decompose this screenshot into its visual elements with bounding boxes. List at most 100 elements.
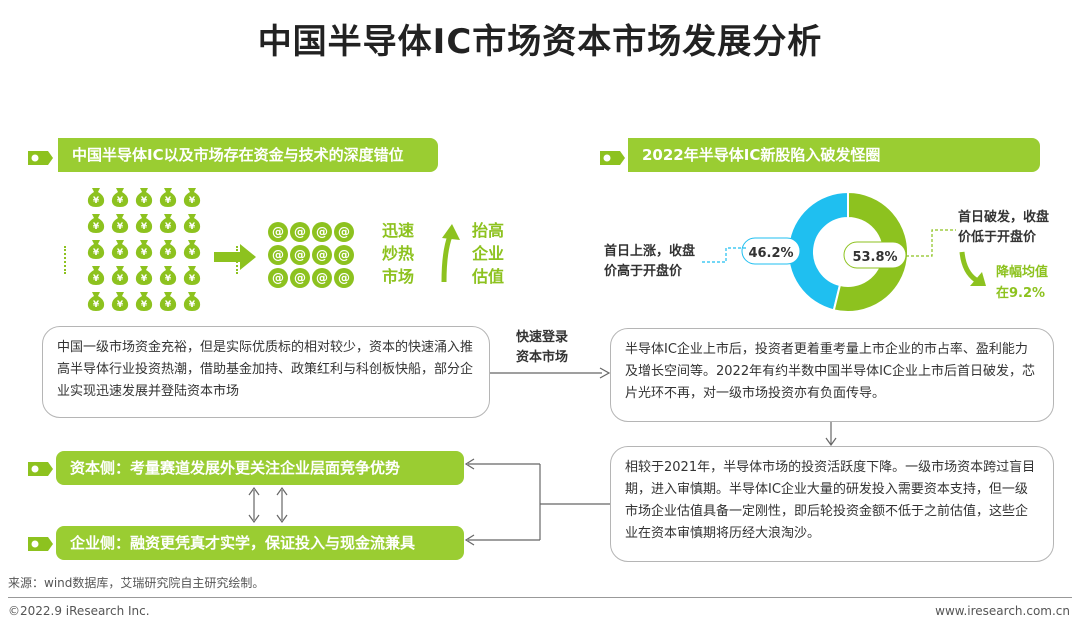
break-note-line: 首日破发，收盘 [958,210,1050,225]
rapid-heat-label: 迅速 炒热 市场 [382,219,414,288]
leader-line [702,247,746,263]
up-arrow-icon [441,224,460,283]
money-bag-icon: ¥ [110,238,130,260]
money-bag-icon: ¥ [134,238,154,260]
money-bag-icon: ¥ [158,212,178,234]
drop-note: 降幅均值 在9.2% [996,262,1048,304]
svg-text:¥: ¥ [189,248,196,258]
svg-text:¥: ¥ [93,222,100,232]
raise-label-line: 抬高 [472,221,505,240]
primary-market-box: 中国一级市场资金充裕，但是实际优质标的相对较少，资本的快速涌入推高半导体行业投资… [42,326,490,418]
capital-symbol-icon: @ [290,268,310,288]
capital-symbol-icon: @ [334,268,354,288]
tag-icon [600,151,625,165]
tag-icon [28,537,53,551]
raise-valuation-label: 抬高 企业 估值 [472,219,504,288]
drop-note-line: 降幅均值 [996,265,1049,280]
money-bag-icon: ¥ [182,290,202,312]
money-bag-icon: ¥ [86,238,106,260]
money-bag-icon: ¥ [86,212,106,234]
svg-text:¥: ¥ [189,274,196,284]
money-bag-icon: ¥ [134,264,154,286]
svg-text:¥: ¥ [141,300,148,310]
tag-icon [28,151,53,165]
svg-text:¥: ¥ [93,196,100,206]
connector-label-line: 快速登录 [516,330,569,345]
mid-label-line: 迅速 [382,221,415,240]
down-connector-arrow [825,422,837,446]
money-bag-icon: ¥ [182,212,202,234]
left-section-header: 中国半导体IC以及市场存在资金与技术的深度错位 [58,138,438,172]
svg-text:¥: ¥ [141,222,148,232]
rise-note-line: 价高于开盘价 [604,264,683,279]
tag-icon [28,462,53,476]
money-bag-icon: ¥ [86,264,106,286]
money-bag-icon: ¥ [182,186,202,208]
capital-symbol-icon: @ [268,222,288,242]
money-bag-icon: ¥ [158,238,178,260]
svg-text:¥: ¥ [189,222,196,232]
svg-text:¥: ¥ [165,248,172,258]
money-bag-icon: ¥ [86,186,106,208]
connector-label: 快速登录 资本市场 [516,328,568,368]
copyright: ©2022.9 iResearch Inc. [8,604,150,618]
donut-slice-rise [787,190,849,312]
svg-text:¥: ¥ [141,274,148,284]
money-bag-icon: ¥ [158,186,178,208]
source-note: 来源：wind数据库，艾瑞研究院自主研究绘制。 [8,576,265,590]
capital-symbol-icon: @ [312,222,332,242]
money-bag-icon: ¥ [182,264,202,286]
money-bag-grid: ¥¥¥¥¥¥¥¥¥¥¥¥¥¥¥¥¥¥¥¥¥¥¥¥¥ [86,186,206,314]
money-bag-icon: ¥ [134,212,154,234]
rise-note: 首日上涨，收盘 价高于开盘价 [604,242,695,282]
money-bag-icon: ¥ [182,238,202,260]
slice-label-rise: 46.2% [748,246,793,261]
capital-side-bar: 资本侧：考量赛道发展外更关注企业层面竞争优势 [56,451,464,485]
capital-symbol-grid: @@@@@@@@@@@@ [268,222,358,292]
footer-divider [8,597,1072,598]
market-cooling-box: 相较于2021年，半导体市场的投资活跃度下降。一级市场资本跨过盲目期，进入审慎期… [610,446,1054,562]
money-bag-icon: ¥ [110,186,130,208]
svg-text:¥: ¥ [117,196,124,206]
right-arrow-icon [214,244,256,270]
leader-line [906,229,956,257]
money-bag-icon: ¥ [134,290,154,312]
capital-symbol-icon: @ [268,245,288,265]
capital-symbol-icon: @ [290,245,310,265]
money-bag-icon: ¥ [86,290,106,312]
capital-symbol-icon: @ [312,245,332,265]
svg-text:¥: ¥ [93,248,100,258]
svg-text:¥: ¥ [165,300,172,310]
svg-text:¥: ¥ [117,300,124,310]
svg-text:¥: ¥ [93,274,100,284]
right-section-header: 2022年半导体IC新股陷入破发怪圈 [628,138,1040,172]
down-arrow-icon [959,251,986,286]
capital-symbol-icon: @ [268,268,288,288]
money-bag-icon: ¥ [110,212,130,234]
enterprise-side-bar: 企业侧：融资更凭真才实学，保证投入与现金流兼具 [56,526,464,560]
break-note-line: 价低于开盘价 [958,230,1037,245]
svg-text:¥: ¥ [93,300,100,310]
capital-symbol-icon: @ [334,245,354,265]
break-note: 首日破发，收盘 价低于开盘价 [958,208,1049,248]
svg-text:¥: ¥ [141,196,148,206]
donut-chart: 46.2% 53.8% [741,190,909,313]
raise-label-line: 企业 [472,244,505,263]
capital-symbol-icon: @ [290,222,310,242]
money-bag-icon: ¥ [110,264,130,286]
website: www.iresearch.com.cn [935,604,1070,618]
money-bag-icon: ¥ [158,290,178,312]
svg-text:¥: ¥ [117,274,124,284]
bidirectional-arrows [248,486,288,524]
svg-text:¥: ¥ [117,248,124,258]
drop-note-line: 在9.2% [996,286,1046,301]
capital-symbol-icon: @ [312,268,332,288]
money-bag-icon: ¥ [158,264,178,286]
slice-label-bg-break [843,241,907,269]
svg-text:¥: ¥ [189,300,196,310]
capital-symbol-icon: @ [334,222,354,242]
feedback-arrows [464,458,610,546]
post-ipo-box: 半导体IC企业上市后，投资者更着重考量上市企业的市占率、盈利能力及增长空间等。2… [610,328,1054,422]
rise-note-line: 首日上涨，收盘 [604,244,696,259]
connector-label-line: 资本市场 [516,350,569,365]
